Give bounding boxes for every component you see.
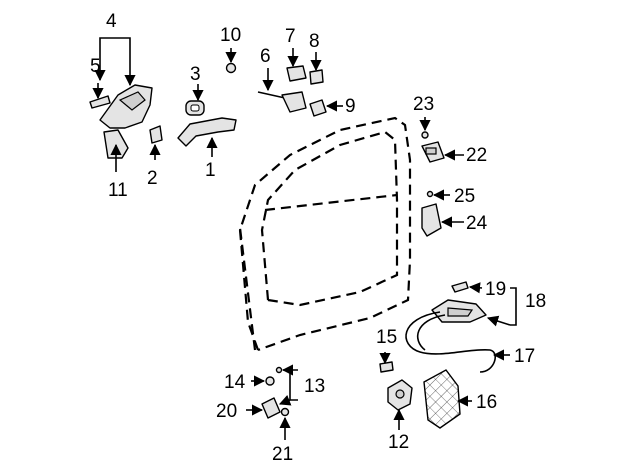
callout-3: 3	[190, 64, 201, 85]
part-5-clip	[89, 95, 111, 109]
callout-12: 12	[388, 432, 409, 453]
callout-18: 18	[525, 291, 546, 312]
callout-5: 5	[90, 56, 101, 77]
callout-1: 1	[205, 160, 216, 181]
part-19-trim	[451, 281, 469, 293]
part-6-lock-cylinder	[257, 91, 307, 113]
callout-21: 21	[272, 444, 293, 465]
part-24-hinge	[421, 203, 442, 237]
part-25-bolt	[426, 190, 434, 198]
part-9-bracket	[309, 99, 327, 117]
part-3-gasket	[185, 100, 205, 116]
callout-13: 13	[304, 376, 325, 397]
callout-14: 14	[224, 372, 246, 393]
callout-11: 11	[108, 180, 128, 201]
part-12-latch	[387, 379, 413, 411]
callout-16: 16	[476, 392, 497, 413]
callout-7: 7	[285, 26, 296, 47]
part-21-bolt	[280, 407, 290, 417]
callout-20: 20	[216, 401, 237, 422]
part-14-bolt	[265, 376, 275, 386]
callout-10: 10	[220, 25, 241, 46]
part-15-clip	[379, 361, 394, 373]
part-23-bolt	[421, 131, 429, 139]
part-4-handle-carrier	[99, 84, 153, 129]
callout-2: 2	[147, 168, 158, 189]
part-13-bolt	[275, 366, 283, 374]
callout-17: 17	[514, 346, 535, 367]
callout-4: 4	[106, 11, 117, 32]
callout-19: 19	[485, 279, 506, 300]
callout-23: 23	[413, 94, 434, 115]
callout-labels: 4 5 11 2 3 1 10 6 7 8 9 23 22 25 24 19 1…	[90, 11, 546, 465]
callout-9: 9	[345, 96, 356, 117]
part-20-check	[261, 397, 281, 419]
callout-8: 8	[309, 31, 320, 52]
part-7-cover	[286, 65, 307, 82]
part-10-plug	[225, 62, 237, 74]
callout-22: 22	[466, 145, 487, 166]
leader-lines	[92, 37, 517, 440]
part-1-outside-handle	[177, 117, 237, 147]
callout-25: 25	[454, 186, 475, 207]
callout-15: 15	[376, 327, 397, 348]
part-18-inside-handle	[431, 299, 487, 323]
part-22-striker	[421, 141, 445, 163]
callout-24: 24	[466, 213, 488, 234]
door-outline	[238, 116, 412, 352]
part-8-cover	[309, 69, 324, 85]
callout-6: 6	[260, 46, 271, 67]
part-16-shield	[423, 369, 461, 429]
part-2-cap	[149, 125, 163, 144]
